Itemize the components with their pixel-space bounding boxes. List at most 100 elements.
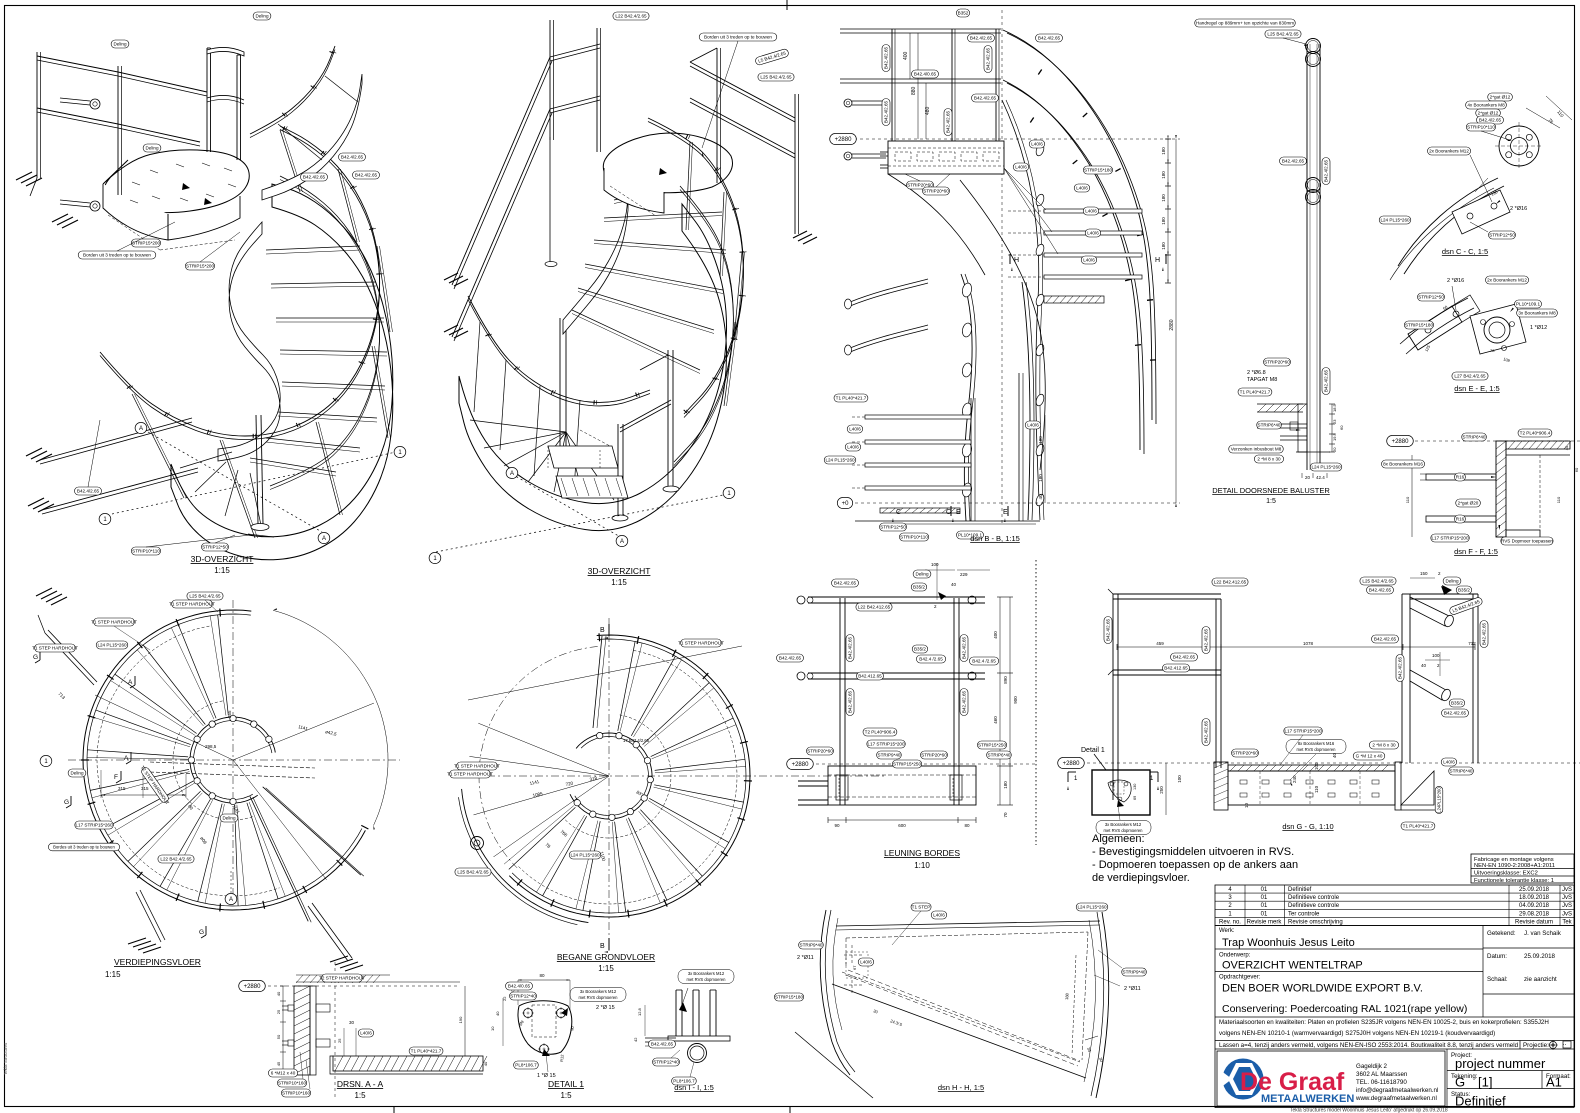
svg-text:Datum:: Datum: [1487, 953, 1507, 960]
svg-text:01: 01 [1261, 887, 1268, 893]
svg-text:01: 01 [1261, 911, 1268, 917]
svg-text:1:10: 1:10 [914, 861, 930, 870]
svg-text:B42.4 /2.65: B42.4 /2.65 [919, 657, 943, 662]
svg-text:180: 180 [1003, 781, 1008, 789]
svg-text:L40/6: L40/6 [1087, 231, 1099, 236]
svg-text:De Graaf: De Graaf [1240, 1068, 1345, 1096]
svg-text:Trap Woonhuis Jesus Leito: Trap Woonhuis Jesus Leito [1222, 937, 1355, 949]
svg-text:T1 STEP HARDHOUT: T1 STEP HARDHOUT [678, 641, 724, 646]
svg-text:B42.4/2.65: B42.4/2.65 [1444, 711, 1467, 716]
svg-text:Getekend:: Getekend: [1487, 930, 1516, 937]
svg-text:2: 2 [934, 604, 937, 609]
svg-text:STRIP12*50: STRIP12*50 [1489, 233, 1515, 238]
svg-text:80: 80 [539, 973, 545, 978]
svg-text:Definitief: Definitief [1288, 887, 1312, 893]
svg-text:STRIP15*250: STRIP15*250 [893, 762, 922, 767]
svg-text:R16: R16 [1456, 475, 1465, 480]
svg-text:1: 1 [1150, 776, 1154, 782]
svg-text:STRIP9*40: STRIP9*40 [800, 943, 823, 948]
svg-text:L24 PL15*260: L24 PL15*260 [1380, 218, 1410, 223]
svg-text:600: 600 [898, 823, 906, 828]
svg-text:C: C [946, 509, 951, 516]
svg-text:B42.4/2.65: B42.4/2.65 [303, 175, 326, 180]
svg-text:L27 B42.4/2.65: L27 B42.4/2.65 [1454, 374, 1486, 379]
svg-text:2x Boorankers M12: 2x Boorankers M12 [1487, 278, 1527, 283]
svg-text:188: 188 [1064, 992, 1070, 1000]
svg-text:Uitvoeringsklasse: EXC2: Uitvoeringsklasse: EXC2 [1474, 871, 1538, 877]
svg-text:20: 20 [1332, 447, 1337, 452]
svg-text:40: 40 [495, 1011, 500, 1016]
svg-text:STRIP10*110: STRIP10*110 [132, 549, 160, 554]
svg-text:STRIP12*50: STRIP12*50 [202, 545, 228, 550]
svg-text:B42.4/2.65: B42.4/2.65 [884, 46, 889, 69]
svg-text:B42.4/2.65: B42.4/2.65 [1106, 618, 1111, 641]
svg-text:2*gat Ø20: 2*gat Ø20 [1458, 501, 1479, 506]
svg-text:+2880: +2880 [792, 762, 810, 768]
svg-text:150: 150 [1420, 571, 1428, 576]
svg-text:109: 109 [1503, 356, 1512, 363]
svg-text:B42.4/2.65: B42.4/2.65 [1282, 159, 1305, 164]
svg-text:12.8: 12.8 [637, 1007, 642, 1016]
svg-text:ø09: ø09 [199, 836, 208, 846]
svg-text:T2 PL40*906.4: T2 PL40*906.4 [865, 730, 896, 735]
svg-text:90: 90 [834, 823, 840, 828]
svg-text:Lassen a=4, tenzij anders verm: Lassen a=4, tenzij anders vermeld, volge… [1219, 1042, 1519, 1049]
svg-text:1085: 1085 [532, 791, 543, 798]
svg-text:L24 PL15*260: L24 PL15*260 [825, 458, 855, 463]
svg-text:info@degraafmetaalwerken.nl: info@degraafmetaalwerken.nl [1356, 1087, 1438, 1094]
svg-text:zie aanzicht: zie aanzicht [1524, 976, 1557, 983]
svg-text:B42.4/2.65: B42.4/2.65 [848, 690, 853, 713]
svg-text:42: 42 [633, 1037, 638, 1042]
svg-text:78: 78 [1490, 348, 1495, 353]
svg-text:met RVS dopmoeren: met RVS dopmoeren [686, 977, 726, 982]
svg-text:DEN BOER WORLDWIDE EXPORT B.V.: DEN BOER WORLDWIDE EXPORT B.V. [1222, 983, 1423, 995]
svg-text:JvS: JvS [1562, 887, 1572, 893]
svg-text:01: 01 [1261, 895, 1268, 901]
svg-text:1: 1 [433, 556, 437, 562]
svg-text:L25 B42.4/2.65: L25 B42.4/2.65 [457, 870, 489, 875]
svg-text:Verzonken inbusbout M8: Verzonken inbusbout M8 [1231, 447, 1282, 452]
svg-text:B42.4/2.65: B42.4/2.65 [834, 581, 857, 586]
svg-text:OVERZICHT WENTELTRAP: OVERZICHT WENTELTRAP [1222, 960, 1363, 972]
svg-text:2 *M 8 x 30: 2 *M 8 x 30 [1257, 457, 1281, 462]
svg-text:de verdiepingsvloer.: de verdiepingsvloer. [1092, 872, 1190, 884]
svg-text:1 *Ø12: 1 *Ø12 [1530, 325, 1547, 331]
svg-text:G: G [33, 654, 38, 661]
svg-text:713: 713 [57, 691, 66, 700]
svg-text:- Dopmoeren toepassen op de an: - Dopmoeren toepassen op de ankers aan [1092, 859, 1298, 871]
svg-text:H: H [1155, 257, 1160, 264]
svg-text:B42.412.65: B42.412.65 [858, 674, 882, 679]
svg-text:04.09.2018: 04.09.2018 [1519, 903, 1550, 909]
svg-text:B352: B352 [958, 11, 969, 16]
svg-text:Definitieve controle: Definitieve controle [1288, 895, 1340, 901]
svg-text:STRIP15*180: STRIP15*180 [1084, 168, 1113, 173]
svg-text:24.3/.5: 24.3/.5 [890, 1018, 904, 1027]
svg-text:B42.4/2.65: B42.4/2.65 [1204, 720, 1209, 743]
svg-text:L24 PL15*260: L24 PL15*260 [1077, 905, 1107, 910]
svg-text:T1 PL40*421.7: T1 PL40*421.7 [1240, 390, 1271, 395]
svg-text:1078: 1078 [1303, 641, 1314, 646]
svg-text:2880: 2880 [1169, 319, 1175, 330]
svg-text:STRIP12*50: STRIP12*50 [1418, 295, 1444, 300]
svg-text:R16: R16 [1456, 517, 1465, 522]
svg-text:Opdrachtgever:: Opdrachtgever: [1219, 975, 1261, 981]
svg-text:L40/6: L40/6 [933, 913, 945, 918]
svg-text:298,5: 298,5 [205, 744, 217, 749]
svg-text:180: 180 [1161, 147, 1166, 155]
svg-text:B42.4/2.65: B42.4/2.65 [651, 1042, 674, 1047]
svg-text:1: 1 [727, 491, 731, 497]
svg-text:400: 400 [903, 51, 909, 60]
svg-text:T1 STEP HARDHOUT: T1 STEP HARDHOUT [169, 602, 215, 607]
svg-text:3x Boorankers M12: 3x Boorankers M12 [1105, 822, 1142, 827]
svg-text:TAPGAT M8: TAPGAT M8 [1247, 377, 1277, 383]
svg-text:[1]: [1] [1478, 1075, 1492, 1090]
svg-text:25.09.2018: 25.09.2018 [1524, 953, 1556, 960]
svg-text:STRIP20*60: STRIP20*60 [907, 183, 933, 188]
svg-text:B42.4/2.65: B42.4/2.65 [974, 96, 997, 101]
svg-text:3D-OVERZICHT: 3D-OVERZICHT [588, 566, 651, 576]
svg-text:A: A [620, 539, 624, 545]
svg-text:L17 STRIP15*200: L17 STRIP15*200 [867, 742, 904, 747]
svg-text:Deling: Deling [255, 14, 268, 19]
svg-text:L22 B42.412.65: L22 B42.412.65 [858, 605, 891, 610]
svg-text:DETAIL 1: DETAIL 1 [548, 1079, 584, 1089]
